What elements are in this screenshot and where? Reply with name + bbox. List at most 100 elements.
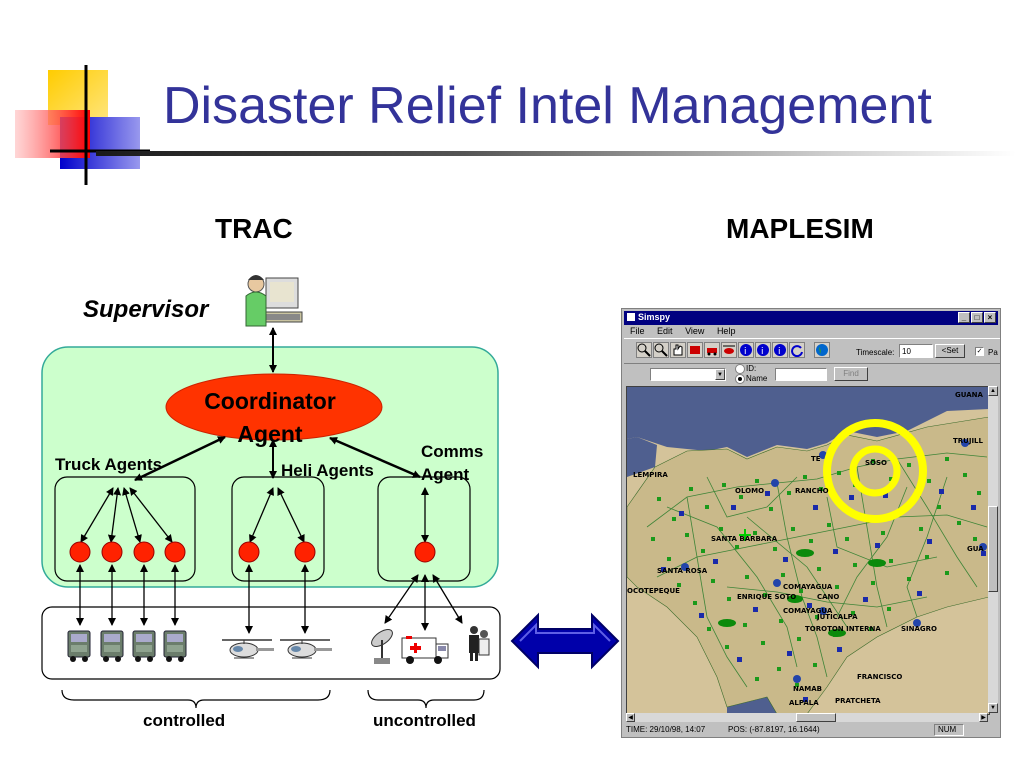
simspy-window: Simspy _ □ × File Edit View Help i i i T… <box>621 308 1001 738</box>
svg-text:i: i <box>744 347 747 357</box>
place-labels: GUANA TRUJILL TE SOSO OLOMO RANCHO SANTA… <box>627 391 984 707</box>
pan-hand-icon[interactable] <box>670 342 686 358</box>
helicopter-icon <box>222 639 274 659</box>
comms-agent-label-line2: Agent <box>421 465 470 484</box>
vehicle-tool-icon[interactable] <box>704 342 720 358</box>
app-icon <box>626 312 636 322</box>
place-label: OCOTEPEQUE <box>627 587 680 595</box>
place-label: GUANA <box>955 391 983 399</box>
set-button[interactable]: <Set <box>935 344 965 358</box>
place-label: ENRIQUE SOTO <box>737 593 796 601</box>
road-network <box>646 452 988 688</box>
selection-cross <box>739 529 751 541</box>
scroll-up-icon[interactable]: ▲ <box>988 386 998 396</box>
maplesim-heading: MAPLESIM <box>726 213 874 244</box>
info-tool-icon[interactable]: i <box>772 342 788 358</box>
close-button[interactable]: × <box>984 312 996 323</box>
menu-edit[interactable]: Edit <box>657 326 673 336</box>
place-label: FRANCISCO <box>857 673 902 681</box>
search-input[interactable] <box>775 368 827 381</box>
coordinator-agent-label: Coordinator Agent <box>204 388 336 447</box>
info-tool-icon[interactable]: i <box>738 342 754 358</box>
uncontrolled-caption: uncontrolled <box>373 711 476 730</box>
heli-agent-node <box>294 541 316 563</box>
globe-icon[interactable] <box>814 342 830 358</box>
place-label: SANTA ROSA <box>657 567 708 575</box>
place-label: ALPALA <box>789 699 819 707</box>
scroll-left-icon[interactable]: ◀ <box>626 713 635 722</box>
zoom-in-icon[interactable] <box>636 342 652 358</box>
place-label: COMAYAGUA <box>783 583 833 591</box>
maximize-button[interactable]: □ <box>971 312 983 323</box>
info-tool-icon[interactable]: i <box>755 342 771 358</box>
agent-nodes <box>69 541 436 563</box>
unit-markers <box>661 489 986 702</box>
uncontrolled-brace <box>367 689 485 709</box>
heli-agents-label: Heli Agents <box>281 461 374 480</box>
controlled-brace <box>61 689 331 709</box>
pa-label: Pa <box>988 348 998 357</box>
window-titlebar[interactable]: Simspy _ □ × <box>624 311 998 325</box>
ambulance-icon <box>401 636 449 664</box>
timescale-input[interactable]: 10 <box>899 344 933 358</box>
vertical-scrollbar[interactable]: ▲ ▼ <box>988 386 998 713</box>
satellite-dish-icon <box>371 629 393 664</box>
name-radio-label: Name <box>746 374 768 383</box>
status-time: TIME: 29/10/98, 14:07 <box>626 725 706 734</box>
status-bar: TIME: 29/10/98, 14:07 POS: (-87.8197, 16… <box>624 723 1000 737</box>
place-label: JUTICALPA <box>816 613 858 621</box>
scroll-down-icon[interactable]: ▼ <box>988 703 998 713</box>
place-label: TRUJILL <box>953 437 984 445</box>
chevron-down-icon[interactable]: ▼ <box>715 369 725 380</box>
status-num: NUM <box>934 724 964 736</box>
place-label: LEMPIRA <box>633 471 668 479</box>
heli-agent-group <box>231 476 325 582</box>
map-view[interactable]: GUANA TRUJILL TE SOSO OLOMO RANCHO SANTA… <box>626 386 990 715</box>
truck-agent-node <box>69 541 91 563</box>
place-label: TOROTON INTERNA <box>805 625 881 633</box>
supervisor-label: Supervisor <box>83 296 209 323</box>
trac-heading: TRAC <box>215 213 293 244</box>
pa-checkbox[interactable]: ✓ <box>975 347 984 356</box>
zoom-out-icon[interactable] <box>653 342 669 358</box>
title-decoration <box>15 65 150 185</box>
truck-icons <box>67 630 187 662</box>
airfield-markers <box>681 439 987 683</box>
place-label: GUA <box>967 545 984 553</box>
toolbar <box>624 338 1000 364</box>
map-canvas: GUANA TRUJILL TE SOSO OLOMO RANCHO SANTA… <box>627 387 989 714</box>
trac-diagram <box>41 275 501 709</box>
place-label: COMAYAGUA <box>783 607 833 615</box>
find-button[interactable]: Find <box>834 367 868 381</box>
menu-help[interactable]: Help <box>716 326 736 336</box>
menu-view[interactable]: View <box>685 326 705 336</box>
target-rings <box>823 419 927 523</box>
heli-agent-node <box>238 541 260 563</box>
layer-tool-icon[interactable] <box>687 342 703 358</box>
heli-tool-icon[interactable] <box>721 342 737 358</box>
id-radio[interactable] <box>735 364 745 374</box>
minimize-button[interactable]: _ <box>958 312 970 323</box>
truck-icon <box>132 630 156 662</box>
horizontal-scrollbar[interactable]: ◀ ▶ <box>626 713 988 722</box>
svg-text:i: i <box>778 347 781 357</box>
menu-file[interactable]: File <box>630 326 645 336</box>
scroll-right-icon[interactable]: ▶ <box>979 713 988 722</box>
page-title: Disaster Relief Intel Management <box>163 77 932 135</box>
truck-agent-group <box>54 476 196 582</box>
place-label: NAMAB <box>793 685 822 693</box>
place-label: RANCHO <box>795 487 829 495</box>
sea-area <box>627 387 989 457</box>
refresh-icon[interactable] <box>789 342 805 358</box>
name-radio[interactable] <box>735 374 745 384</box>
truck-agent-node <box>101 541 123 563</box>
status-position: POS: (-87.8197, 16.1644) <box>728 725 820 734</box>
truck-agents-label: Truck Agents <box>55 455 163 474</box>
vehicle-markers <box>718 549 886 637</box>
layer-dropdown[interactable]: ▼ <box>650 368 726 381</box>
place-label: OLOMO <box>735 487 764 495</box>
horizontal-scroll-thumb[interactable] <box>796 713 836 722</box>
vertical-scroll-thumb[interactable] <box>988 506 998 592</box>
menu-bar: File Edit View Help <box>624 326 739 338</box>
truck-agent-node <box>133 541 155 563</box>
